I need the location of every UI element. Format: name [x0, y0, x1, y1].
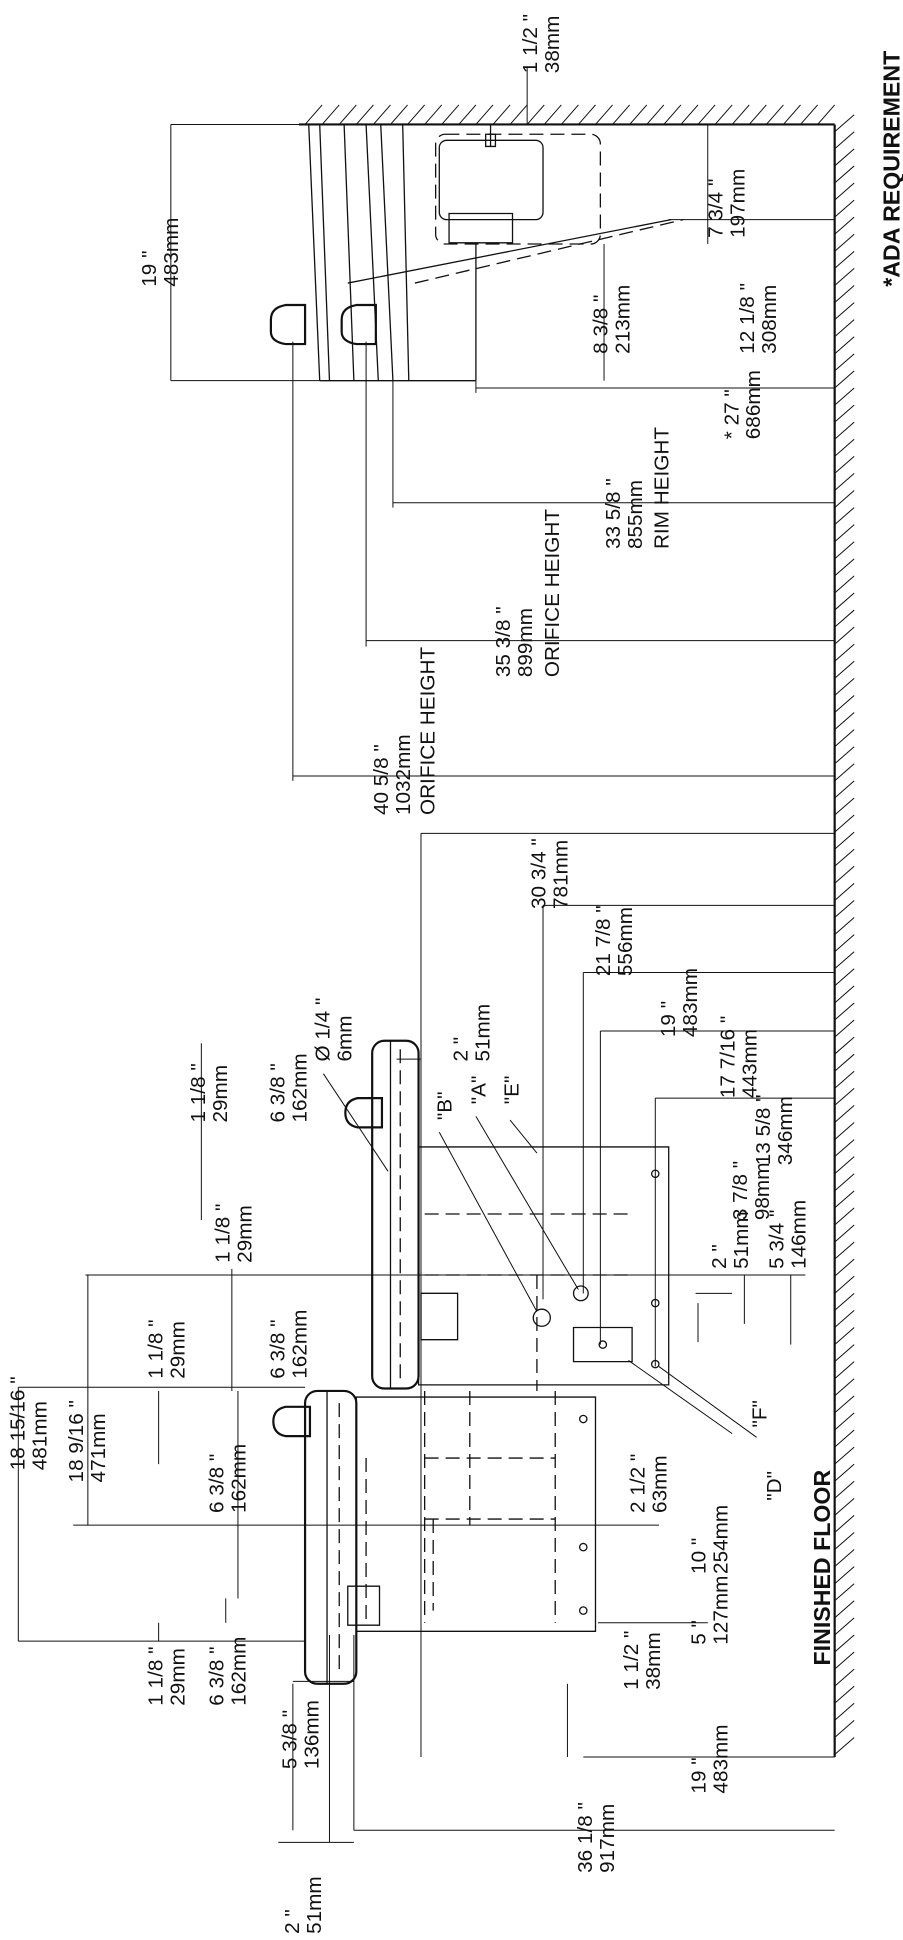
callout-f: "F"	[748, 1400, 771, 1427]
ada-requirement-note: *ADA REQUIREMENT	[878, 51, 903, 287]
dim-d-1-1-8-b: 1 1/8 "29mm	[211, 1204, 256, 1263]
dim-d-36-1-8: 36 1/8 "917mm	[574, 1802, 619, 1873]
dim-d-7-3-4: 7 3/4 "197mm	[704, 169, 749, 238]
dim-d-2-top: 2 "51mm	[449, 1004, 494, 1062]
dim-d-19-top: 19 "483mm	[138, 218, 183, 287]
dim-d-3-7-8: 3 7/8 "98mm	[729, 1161, 774, 1220]
dim-d-10: 10 "254mm	[687, 1505, 732, 1574]
dim-d-1-1-2-top: 1 1/2 "38mm	[519, 14, 564, 73]
dim-d-18-15-16: 18 15/16 "481mm	[6, 1376, 51, 1470]
rim-height-label: RIM HEIGHT	[651, 427, 674, 549]
dim-d-12-1-8: 12 1/8 "308mm	[736, 283, 781, 354]
dim-d-dia-1-4: Ø 1/4 "6mm	[311, 998, 356, 1062]
orifice-height-label-2: ORIFICE HEIGHT	[416, 647, 439, 816]
dim-d-6-3-8-a: 6 3/8 "162mm	[266, 1053, 311, 1122]
dim-d-6-3-8-b: 6 3/8 "162mm	[266, 1310, 311, 1379]
dim-d-18-9-16: 18 9/16 "471mm	[65, 1400, 110, 1482]
dim-d-19-bot: 19 "483mm	[687, 1724, 732, 1793]
callout-e: "E"	[501, 1076, 524, 1105]
dim-d-35-3-8: 35 3/8 "899mm	[492, 606, 537, 677]
dim-d-1-1-8-c: 1 1/8 "29mm	[144, 1319, 189, 1378]
dim-d-17-7-16: 17 7/16 "443mm	[717, 1016, 762, 1098]
dim-d-6-3-8-c: 6 3/8 "162mm	[205, 1444, 250, 1513]
dimension-labels: 1 1/2 "38mm 19 "483mm 7 3/4 "197mm 8 3/8 "2…	[6, 14, 810, 1934]
dim-d-13-5-8: 13 5/8 "346mm	[752, 1094, 797, 1165]
dim-d-30-3-4: 30 3/4 "781mm	[527, 838, 572, 909]
dim-d-5: 5 "127mm	[687, 1576, 732, 1645]
dim-d-33-5-8: 33 5/8 "855mm	[602, 478, 647, 549]
dim-d-6-3-8-d: 6 3/8 "162mm	[205, 1637, 250, 1706]
dim-d-8-3-8: 8 3/8 "213mm	[590, 285, 635, 354]
dim-d-19-mid: 19 "483mm	[657, 968, 702, 1037]
dim-d-40-5-8: 40 5/8 "1032mm	[370, 734, 415, 815]
callout-a: "A"	[468, 1076, 491, 1105]
callout-d: "D"	[763, 1471, 786, 1501]
side-view	[271, 124, 683, 380]
orifice-height-label-1: ORIFICE HEIGHT	[541, 509, 564, 678]
dim-d-27: * 27 "686mm	[720, 370, 765, 439]
finished-floor-hatch	[835, 115, 855, 1757]
finished-floor-label: FINISHED FLOOR	[809, 1470, 835, 1666]
dimension-lines	[18, 67, 834, 1842]
dim-d-5-3-4: 5 3/4 "146mm	[765, 1200, 810, 1269]
dim-d-1-1-8-a: 1 1/8 "29mm	[187, 1063, 232, 1122]
dim-d-2-1-2: 2 1/2 "63mm	[626, 1454, 671, 1513]
callout-b: "B"	[433, 1092, 456, 1121]
front-view	[273, 1041, 668, 1684]
dim-d-21-7-8: 21 7/8 "556mm	[592, 905, 637, 976]
dim-d-5-3-8: 5 3/8 "136mm	[279, 1700, 324, 1769]
dim-d-1-1-8-d: 1 1/8 "29mm	[144, 1646, 189, 1705]
dim-d-1-1-2-bot: 1 1/2 "38mm	[620, 1631, 665, 1690]
dim-d-2-51: 2 "51mm	[708, 1211, 753, 1269]
dim-d-2-bot: 2 "51mm	[281, 1876, 326, 1934]
wall-hatch	[299, 105, 835, 125]
